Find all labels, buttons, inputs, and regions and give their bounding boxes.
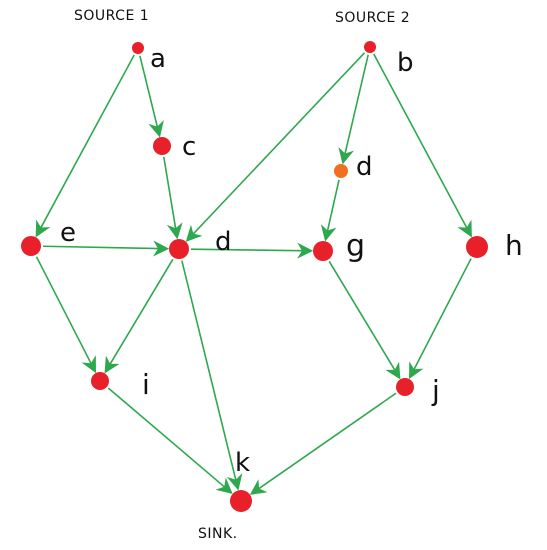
edge-c-d2 bbox=[163, 156, 183, 240]
source-1-title: SOURCE 1 bbox=[74, 8, 149, 24]
edge-b-d2 bbox=[185, 52, 366, 242]
node-label-d1: d bbox=[356, 152, 373, 182]
edge-a-e bbox=[35, 54, 135, 238]
node-label-d2: d bbox=[215, 227, 232, 257]
node-layer bbox=[21, 41, 488, 512]
label-layer: a b c d d e g h i j k bbox=[60, 44, 523, 478]
node-label-a: a bbox=[150, 44, 166, 74]
node-label-g: g bbox=[346, 229, 365, 264]
node-label-i: i bbox=[142, 368, 150, 401]
node-label-k: k bbox=[235, 448, 250, 478]
node-a bbox=[132, 42, 144, 54]
edge-layer bbox=[35, 52, 472, 495]
node-k bbox=[230, 490, 252, 512]
node-b bbox=[364, 41, 376, 53]
node-label-j: j bbox=[431, 374, 440, 407]
node-j bbox=[396, 378, 414, 396]
node-label-c: c bbox=[182, 132, 196, 162]
edge-e-i bbox=[35, 256, 96, 374]
edge-d2-k bbox=[181, 260, 243, 491]
edge-a-c bbox=[139, 55, 164, 138]
node-h bbox=[466, 236, 488, 258]
source-2-title: SOURCE 2 bbox=[335, 10, 410, 26]
edge-e-d2 bbox=[42, 240, 170, 257]
edge-i-k bbox=[107, 387, 233, 495]
edge-d2-i bbox=[104, 258, 174, 374]
edge-j-k bbox=[249, 392, 397, 495]
edge-b-d1 bbox=[338, 54, 369, 165]
node-i bbox=[91, 372, 109, 390]
node-label-h: h bbox=[505, 229, 523, 262]
edge-d1-g bbox=[320, 179, 340, 242]
edge-d2-g bbox=[190, 242, 314, 259]
node-c bbox=[153, 137, 171, 155]
node-d1 bbox=[334, 164, 348, 178]
edge-g-j bbox=[328, 260, 401, 380]
node-g bbox=[313, 241, 333, 261]
node-d2 bbox=[169, 239, 189, 259]
edge-h-j bbox=[409, 258, 472, 380]
node-e bbox=[21, 236, 41, 256]
node-label-b: b bbox=[397, 48, 414, 78]
node-label-e: e bbox=[60, 218, 76, 248]
edge-b-h bbox=[373, 53, 472, 238]
sink-title: SINK. bbox=[198, 526, 238, 542]
